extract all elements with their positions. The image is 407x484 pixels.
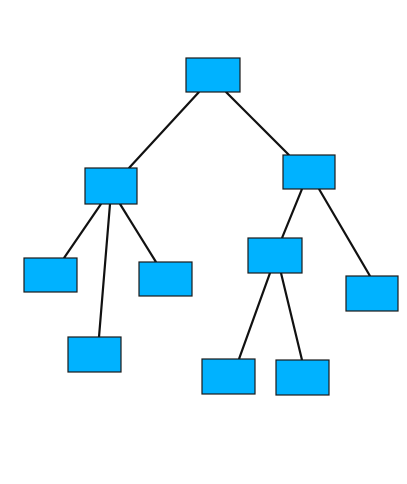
- nodes-layer: [23, 57, 399, 396]
- tree-node-root: [185, 57, 241, 93]
- edge-left-child-to-left-leaf-2: [97, 202, 112, 339]
- edge-right-inner-to-right-inner-leaf-2: [279, 271, 304, 362]
- edge-right-child-to-right-leaf-1: [317, 187, 372, 278]
- edges-layer: [62, 90, 372, 362]
- tree-node-left-child: [84, 167, 138, 205]
- edge-right-child-to-right-inner: [280, 187, 304, 240]
- tree-node-right-leaf-1: [345, 275, 399, 312]
- tree-node-right-child: [282, 154, 336, 190]
- edge-right-inner-to-right-inner-leaf-1: [237, 271, 272, 361]
- tree-node-left-leaf-3: [138, 261, 193, 297]
- tree-node-left-leaf-1: [23, 257, 78, 293]
- tree-node-right-inner-leaf-1: [201, 358, 256, 395]
- tree-node-right-inner-leaf-2: [275, 359, 330, 396]
- edge-left-child-to-left-leaf-3: [118, 202, 158, 264]
- tree-node-left-leaf-2: [67, 336, 122, 373]
- edge-root-to-right-child: [224, 90, 291, 157]
- edge-left-child-to-left-leaf-1: [62, 202, 103, 260]
- tree-node-right-inner: [247, 237, 303, 274]
- edge-root-to-left-child: [127, 90, 201, 170]
